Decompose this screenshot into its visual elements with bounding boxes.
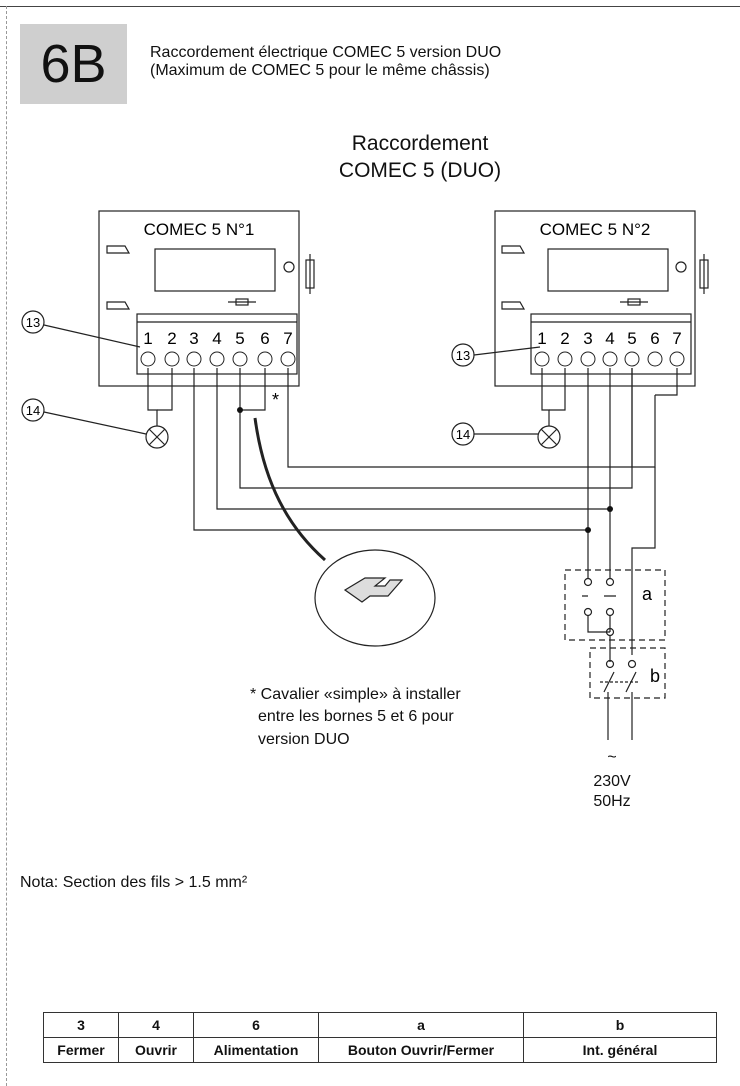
header-line-2: (Maximum de COMEC 5 pour le même châssis… bbox=[150, 62, 490, 79]
u1-terminal-7: 7 bbox=[283, 329, 292, 348]
legend-table: 3 4 6 a b Fermer Ouvrir Alimentation Bou… bbox=[43, 1012, 717, 1063]
jumper-star: * bbox=[272, 390, 279, 410]
u1-terminal-3: 3 bbox=[189, 329, 198, 348]
unit-1-enclosure bbox=[98, 210, 300, 387]
legend-label-fermer: Fermer bbox=[43, 1037, 119, 1063]
header-line-1: Raccordement électrique COMEC 5 version … bbox=[150, 44, 502, 61]
callout-14-right: 14 bbox=[456, 427, 470, 442]
section-badge: 6B bbox=[20, 24, 127, 104]
legend-key-6: 6 bbox=[193, 1012, 319, 1038]
u1-terminal-2: 2 bbox=[167, 329, 176, 348]
callout-13-right: 13 bbox=[456, 348, 470, 363]
unit-2-connector-top bbox=[501, 245, 526, 254]
u2-terminal-5: 5 bbox=[627, 329, 636, 348]
u1-terminal-4: 4 bbox=[212, 329, 221, 348]
u2-terminal-7: 7 bbox=[672, 329, 681, 348]
unit-2-display bbox=[547, 248, 669, 292]
jumper-5-6 bbox=[239, 368, 266, 411]
supply-voltage: 230V bbox=[593, 773, 631, 790]
unit-1-led bbox=[283, 261, 295, 273]
page-top-border bbox=[0, 6, 740, 7]
terminal-screws bbox=[140, 351, 685, 367]
note-line-3: version DUO bbox=[258, 731, 350, 748]
unit-2-connector-bottom bbox=[501, 301, 526, 310]
legend-label-bouton: Bouton Ouvrir/Fermer bbox=[318, 1037, 524, 1063]
diagram-title-line-1: Raccordement bbox=[351, 132, 489, 155]
unit-2-terminal-block bbox=[530, 313, 692, 375]
unit-1-display bbox=[154, 248, 276, 292]
wiring-diagram: COMEC 5 N°1 COMEC 5 N°2 1 2 3 4 5 6 7 1 … bbox=[21, 210, 709, 740]
unit-1-connector-top bbox=[106, 245, 131, 254]
legend-key-a: a bbox=[318, 1012, 524, 1038]
switch-b-box bbox=[589, 647, 666, 699]
note-line-2: entre les bornes 5 et 6 pour bbox=[258, 708, 454, 725]
wire-section-note: Nota: Section des fils > 1.5 mm² bbox=[20, 874, 248, 891]
callout-13-left-circle bbox=[21, 310, 45, 334]
supply-symbol: ~ bbox=[607, 749, 617, 766]
unit-2-led bbox=[675, 261, 687, 273]
switch-a-box bbox=[564, 569, 666, 641]
legend-key-b: b bbox=[523, 1012, 717, 1038]
u2-terminal-3: 3 bbox=[583, 329, 592, 348]
unit-1-title: COMEC 5 N°1 bbox=[144, 220, 255, 239]
u2-terminal-1: 1 bbox=[537, 329, 546, 348]
junction-dots bbox=[237, 407, 613, 533]
legend-key-3: 3 bbox=[43, 1012, 119, 1038]
u2-terminal-2: 2 bbox=[560, 329, 569, 348]
callout-14-left-circle bbox=[21, 398, 45, 422]
u1-terminal-6: 6 bbox=[260, 329, 269, 348]
u2-terminal-6: 6 bbox=[650, 329, 659, 348]
u1-terminal-1: 1 bbox=[143, 329, 152, 348]
unit-1-connector-bottom bbox=[106, 301, 131, 310]
switch-a-label: a bbox=[642, 584, 653, 604]
callout-14-left: 14 bbox=[26, 403, 40, 418]
u2-terminal-4: 4 bbox=[605, 329, 614, 348]
switch-b-label: b bbox=[650, 666, 660, 686]
legend-label-int-general: Int. général bbox=[523, 1037, 717, 1063]
diagram-title-line-2: COMEC 5 (DUO) bbox=[338, 159, 502, 182]
callout-13-left: 13 bbox=[26, 315, 40, 330]
legend-label-ouvrir: Ouvrir bbox=[118, 1037, 194, 1063]
legend-label-alimentation: Alimentation bbox=[193, 1037, 319, 1063]
unit-2-enclosure bbox=[494, 210, 696, 387]
jumper-illustration bbox=[314, 549, 436, 647]
page-left-border bbox=[6, 6, 7, 1086]
note-line-1: * Cavalier «simple» à installer bbox=[250, 686, 461, 703]
supply-frequency: 50Hz bbox=[593, 793, 631, 810]
unit-2-title: COMEC 5 N°2 bbox=[540, 220, 651, 239]
u1-terminal-5: 5 bbox=[235, 329, 244, 348]
legend-key-4: 4 bbox=[118, 1012, 194, 1038]
